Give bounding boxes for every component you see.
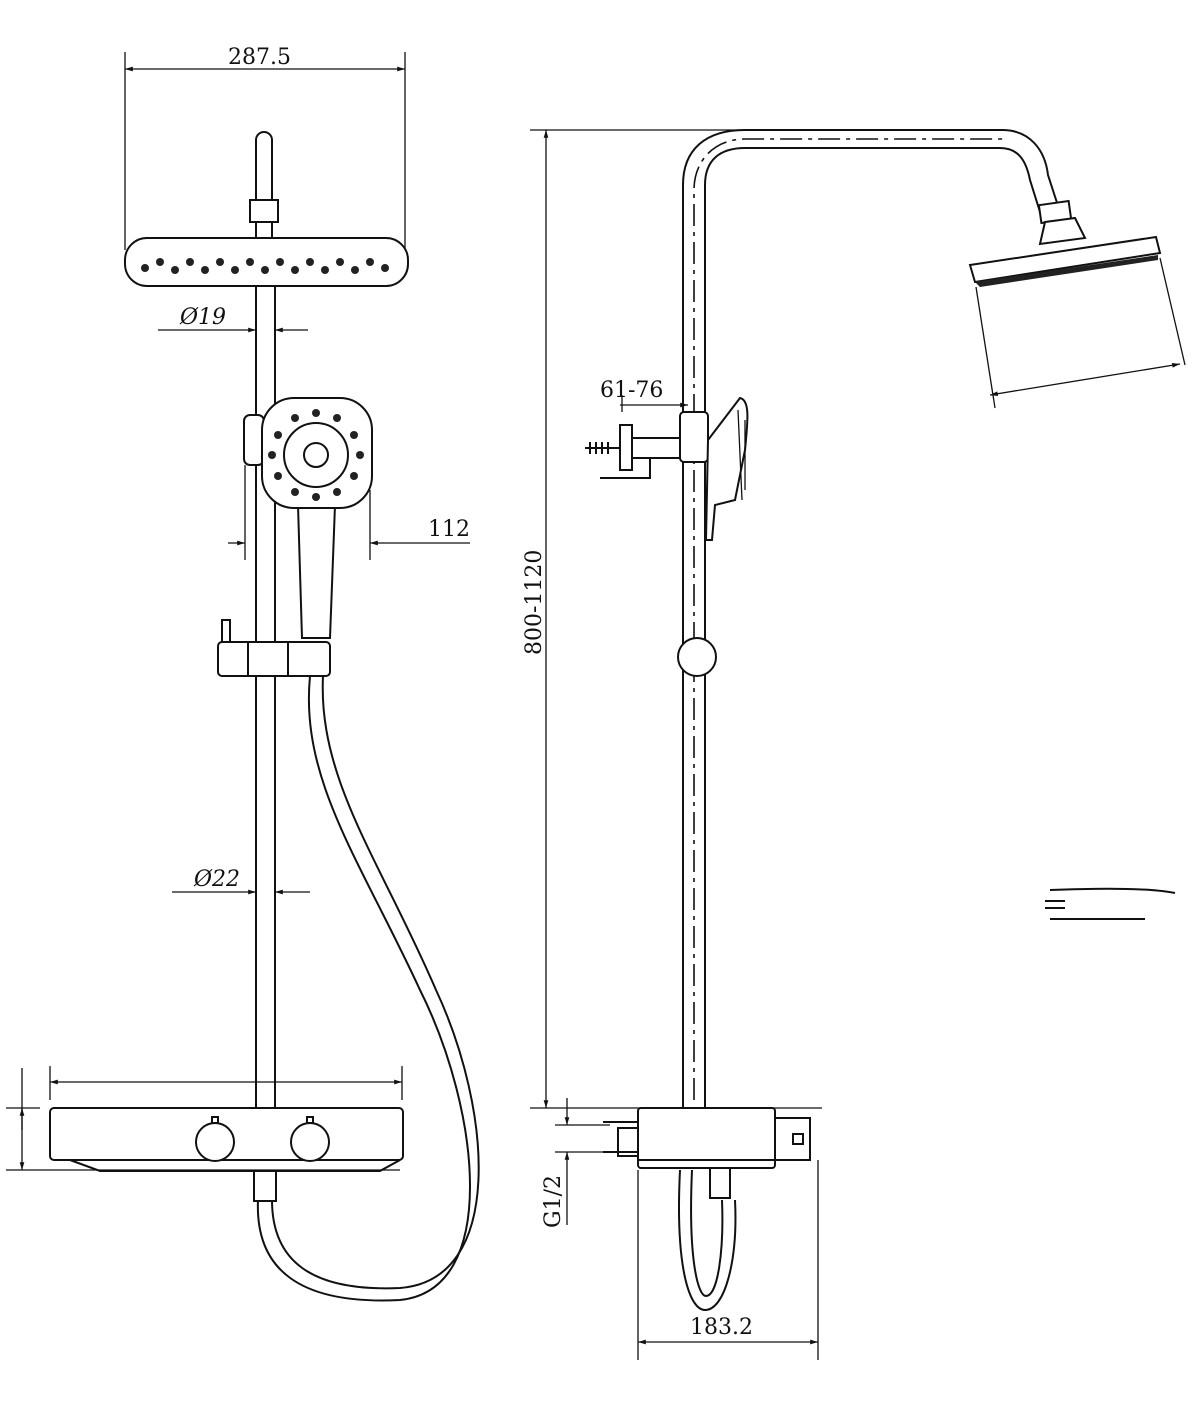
flow-knob — [290, 1122, 330, 1162]
dimension-shelf-width — [49, 1066, 403, 1100]
height-range-label: 800-1120 — [522, 550, 547, 655]
front-view: 287.5 Ø19 — [6, 45, 480, 1302]
overhead-shower-head — [124, 237, 409, 287]
inlet-thread-label: G1/2 — [541, 1175, 566, 1228]
dimension-rail-top-diameter: Ø19 — [158, 305, 308, 333]
slider-bracket — [217, 619, 331, 677]
side-view: 800-1120 61-76 — [522, 129, 1186, 1360]
dimension-inlet-thread: G1/2 — [541, 1098, 610, 1228]
shower-hose — [256, 675, 471, 1302]
stray-marks — [1045, 887, 1176, 920]
dimension-wall-bracket: 61-76 — [600, 378, 688, 412]
rail-top-diameter-label: Ø19 — [179, 305, 226, 330]
dimension-height-range: 800-1120 — [522, 129, 745, 1108]
hand-shower — [243, 397, 373, 639]
dimension-hand-shower-offset: 112 — [228, 465, 470, 560]
dimension-rail-bottom-diameter: Ø22 — [172, 867, 310, 895]
dimension-head-diameter — [975, 257, 1186, 409]
dimension-head-width: 287.5 — [124, 45, 406, 250]
dimension-shelf-height — [6, 1068, 400, 1171]
hand-shower-offset-label: 112 — [428, 517, 470, 542]
temperature-knob — [195, 1122, 235, 1162]
side-hose-loop — [678, 1169, 737, 1312]
arm-nut — [249, 199, 279, 223]
rail-bottom-diameter-label: Ø22 — [193, 867, 240, 892]
wall-bracket — [585, 411, 709, 479]
head-width-label: 287.5 — [228, 45, 291, 70]
side-shelf — [603, 1107, 811, 1199]
thermostatic-shelf — [49, 1107, 404, 1202]
shelf-depth-label: 183.2 — [690, 1315, 753, 1340]
dimension-shelf-depth: 183.2 — [637, 1160, 819, 1360]
side-hand-shower — [704, 396, 749, 541]
wall-bracket-label: 61-76 — [600, 378, 663, 403]
side-overhead-shower-head — [968, 199, 1162, 287]
side-rail-outer — [682, 129, 1061, 1108]
side-slider-knob — [677, 637, 717, 677]
